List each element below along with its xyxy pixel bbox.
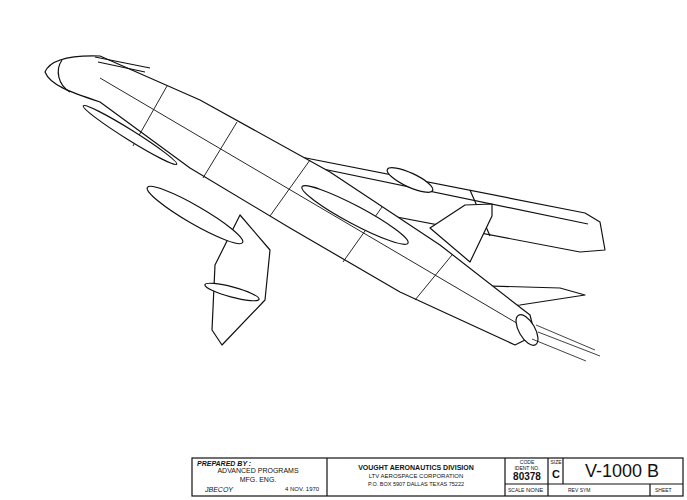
title-block: [192, 458, 683, 496]
exhaust-nozzle: [512, 311, 543, 348]
title-block-text: ADVANCED PROGRAMS: [217, 467, 298, 474]
title-block-text: VOUGHT AERONAUTICS DIVISION: [358, 464, 474, 471]
title-block-text: JBECOY: [205, 486, 233, 493]
title-block-text: IDENT NO.: [514, 466, 539, 471]
canopy-line: [95, 57, 150, 72]
wing-pod: [384, 163, 435, 197]
panel-lines: [100, 78, 520, 325]
title-block-text: PREPARED BY :: [197, 460, 251, 467]
title-block-text: MFG. ENG.: [240, 476, 277, 483]
title-block-text: SHEET: [655, 488, 672, 493]
radome-line: [58, 60, 70, 92]
exhaust-streaks: [532, 325, 600, 361]
title-block-text: C: [552, 469, 560, 480]
title-block-text: P.O. BOX 5907 DALLAS TEXAS 75222: [368, 482, 464, 488]
title-block-text: SCALE: [508, 488, 524, 493]
title-block-text: 4 NOV. 1970: [285, 486, 319, 492]
title-block-text: LTV AEROSPACE CORPORATION: [369, 473, 464, 479]
drop-tank: [298, 179, 412, 251]
drop-tank: [143, 180, 247, 251]
title-block-text: 80378: [513, 472, 541, 482]
wing-missile: [204, 280, 261, 304]
title-block-text: CODE: [520, 460, 534, 465]
title-block-text: SIZE: [550, 460, 561, 465]
fuselage-missile: [81, 102, 180, 169]
title-block-text: V-1000 B: [585, 462, 659, 480]
fuselage: [45, 56, 535, 345]
title-block-text: REV SYM: [568, 488, 591, 493]
title-block-text: NONE: [526, 487, 543, 493]
